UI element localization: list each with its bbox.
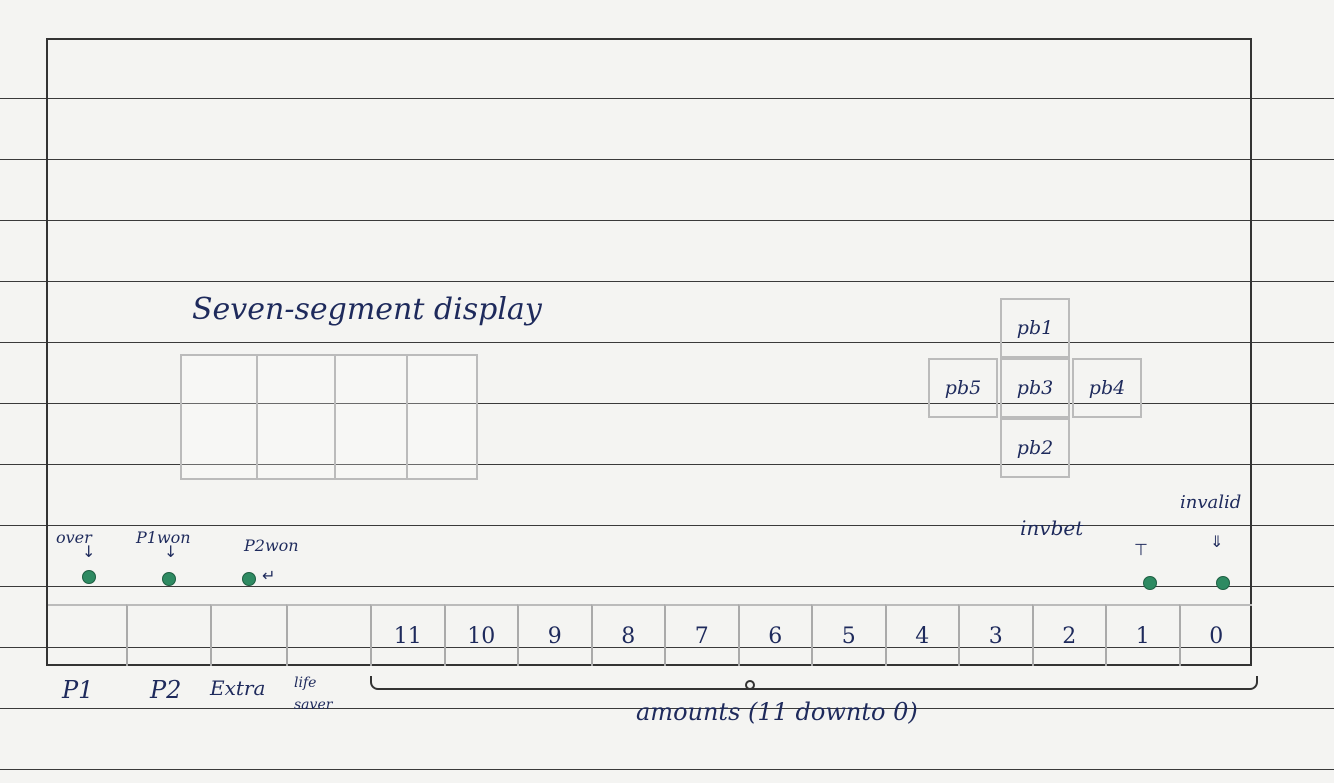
switch-amount-4[interactable]: 4	[884, 604, 958, 666]
led-invalid	[1216, 576, 1230, 590]
arrow-down-icon: ↓	[82, 542, 96, 561]
switch-p2[interactable]	[126, 604, 210, 666]
switch-label-p1: P1	[62, 676, 94, 704]
seven-segment-digit	[406, 354, 478, 480]
switch-amount-2[interactable]: 2	[1031, 604, 1105, 666]
push-button-pb1[interactable]: pb1	[1000, 298, 1070, 358]
arrow-down-icon: ⊤	[1134, 540, 1148, 559]
seven-segment-label: Seven-segment display	[192, 292, 542, 327]
push-button-pb2[interactable]: pb2	[1000, 418, 1070, 478]
led-p2won	[242, 572, 256, 586]
switch-amount-0[interactable]: 0	[1178, 604, 1252, 666]
led-label-invbet: invbet	[1020, 516, 1084, 540]
switch-amount-8[interactable]: 8	[590, 604, 664, 666]
switch-extra[interactable]	[210, 604, 286, 666]
switch-amount-5[interactable]: 5	[811, 604, 885, 666]
switch-label-p2: P2	[150, 676, 182, 704]
switch-label-extra: Extra	[210, 676, 266, 700]
push-button-pb3[interactable]: pb3	[1000, 358, 1070, 418]
led-label-over: over	[56, 528, 92, 547]
switch-label-life-saver: life saver	[294, 675, 333, 713]
amounts-label: amounts (11 downto 0)	[636, 698, 918, 726]
switch-amount-6[interactable]: 6	[737, 604, 811, 666]
switch-life-saver[interactable]	[286, 604, 370, 666]
seven-segment-digit	[256, 354, 336, 480]
arrow-down-icon: ⇓	[1210, 532, 1224, 551]
switch-amount-11[interactable]: 11	[370, 604, 444, 666]
led-over	[82, 570, 96, 584]
seven-segment-digit	[334, 354, 408, 480]
board-outline	[46, 38, 1252, 666]
switch-amount-9[interactable]: 9	[517, 604, 591, 666]
led-label-invalid: invalid	[1180, 492, 1242, 513]
led-p1won	[162, 572, 176, 586]
arrow-left-icon: ↵	[262, 566, 276, 585]
led-label-p2won: P2won	[244, 536, 299, 555]
switch-amount-7[interactable]: 7	[664, 604, 738, 666]
switch-amount-10[interactable]: 10	[443, 604, 517, 666]
led-invbet	[1143, 576, 1157, 590]
led-label-p1won: P1won	[136, 528, 191, 547]
amounts-brace-tip	[745, 680, 755, 690]
arrow-down-icon: ↓	[164, 542, 178, 561]
switch-p1[interactable]	[48, 604, 126, 666]
push-button-pb4[interactable]: pb4	[1072, 358, 1142, 418]
amounts-brace	[370, 676, 1258, 690]
switch-amount-3[interactable]: 3	[958, 604, 1032, 666]
push-button-pb5[interactable]: pb5	[928, 358, 998, 418]
switch-amount-1[interactable]: 1	[1105, 604, 1179, 666]
seven-segment-digit	[180, 354, 258, 480]
